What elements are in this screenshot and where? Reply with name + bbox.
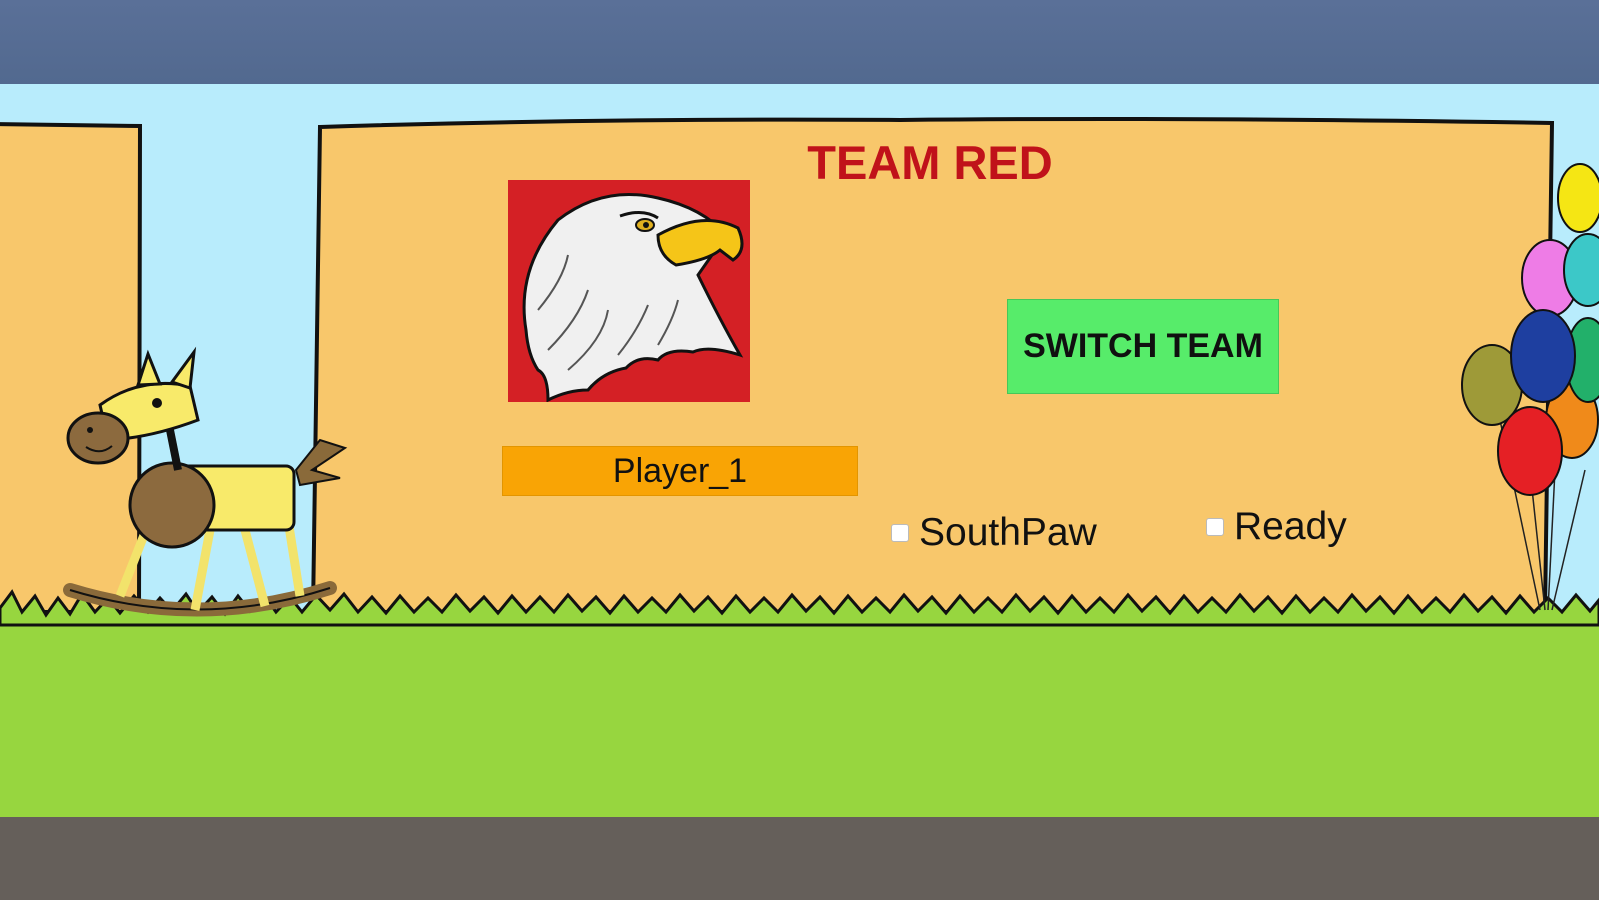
top-bar [0, 0, 1599, 84]
grass-edge [0, 589, 1599, 627]
ready-toggle[interactable]: Ready [1206, 505, 1347, 549]
ready-label: Ready [1234, 505, 1347, 548]
southpaw-label: SouthPaw [919, 511, 1097, 554]
team-emblem [508, 180, 750, 402]
eagle-head-icon [522, 192, 744, 402]
balloons-icon [1461, 163, 1599, 611]
ready-checkbox[interactable] [1206, 518, 1224, 536]
bottom-bar [0, 817, 1599, 900]
switch-team-button[interactable]: SWITCH TEAM [1007, 299, 1279, 394]
player-name-field[interactable]: Player_1 [502, 446, 858, 496]
rocking-horse-icon [63, 346, 348, 617]
southpaw-toggle[interactable]: SouthPaw [891, 511, 1097, 555]
southpaw-checkbox[interactable] [891, 524, 909, 542]
team-title: TEAM RED [807, 136, 1053, 189]
grass-ground [0, 620, 1599, 817]
fence-board-left [0, 122, 143, 614]
